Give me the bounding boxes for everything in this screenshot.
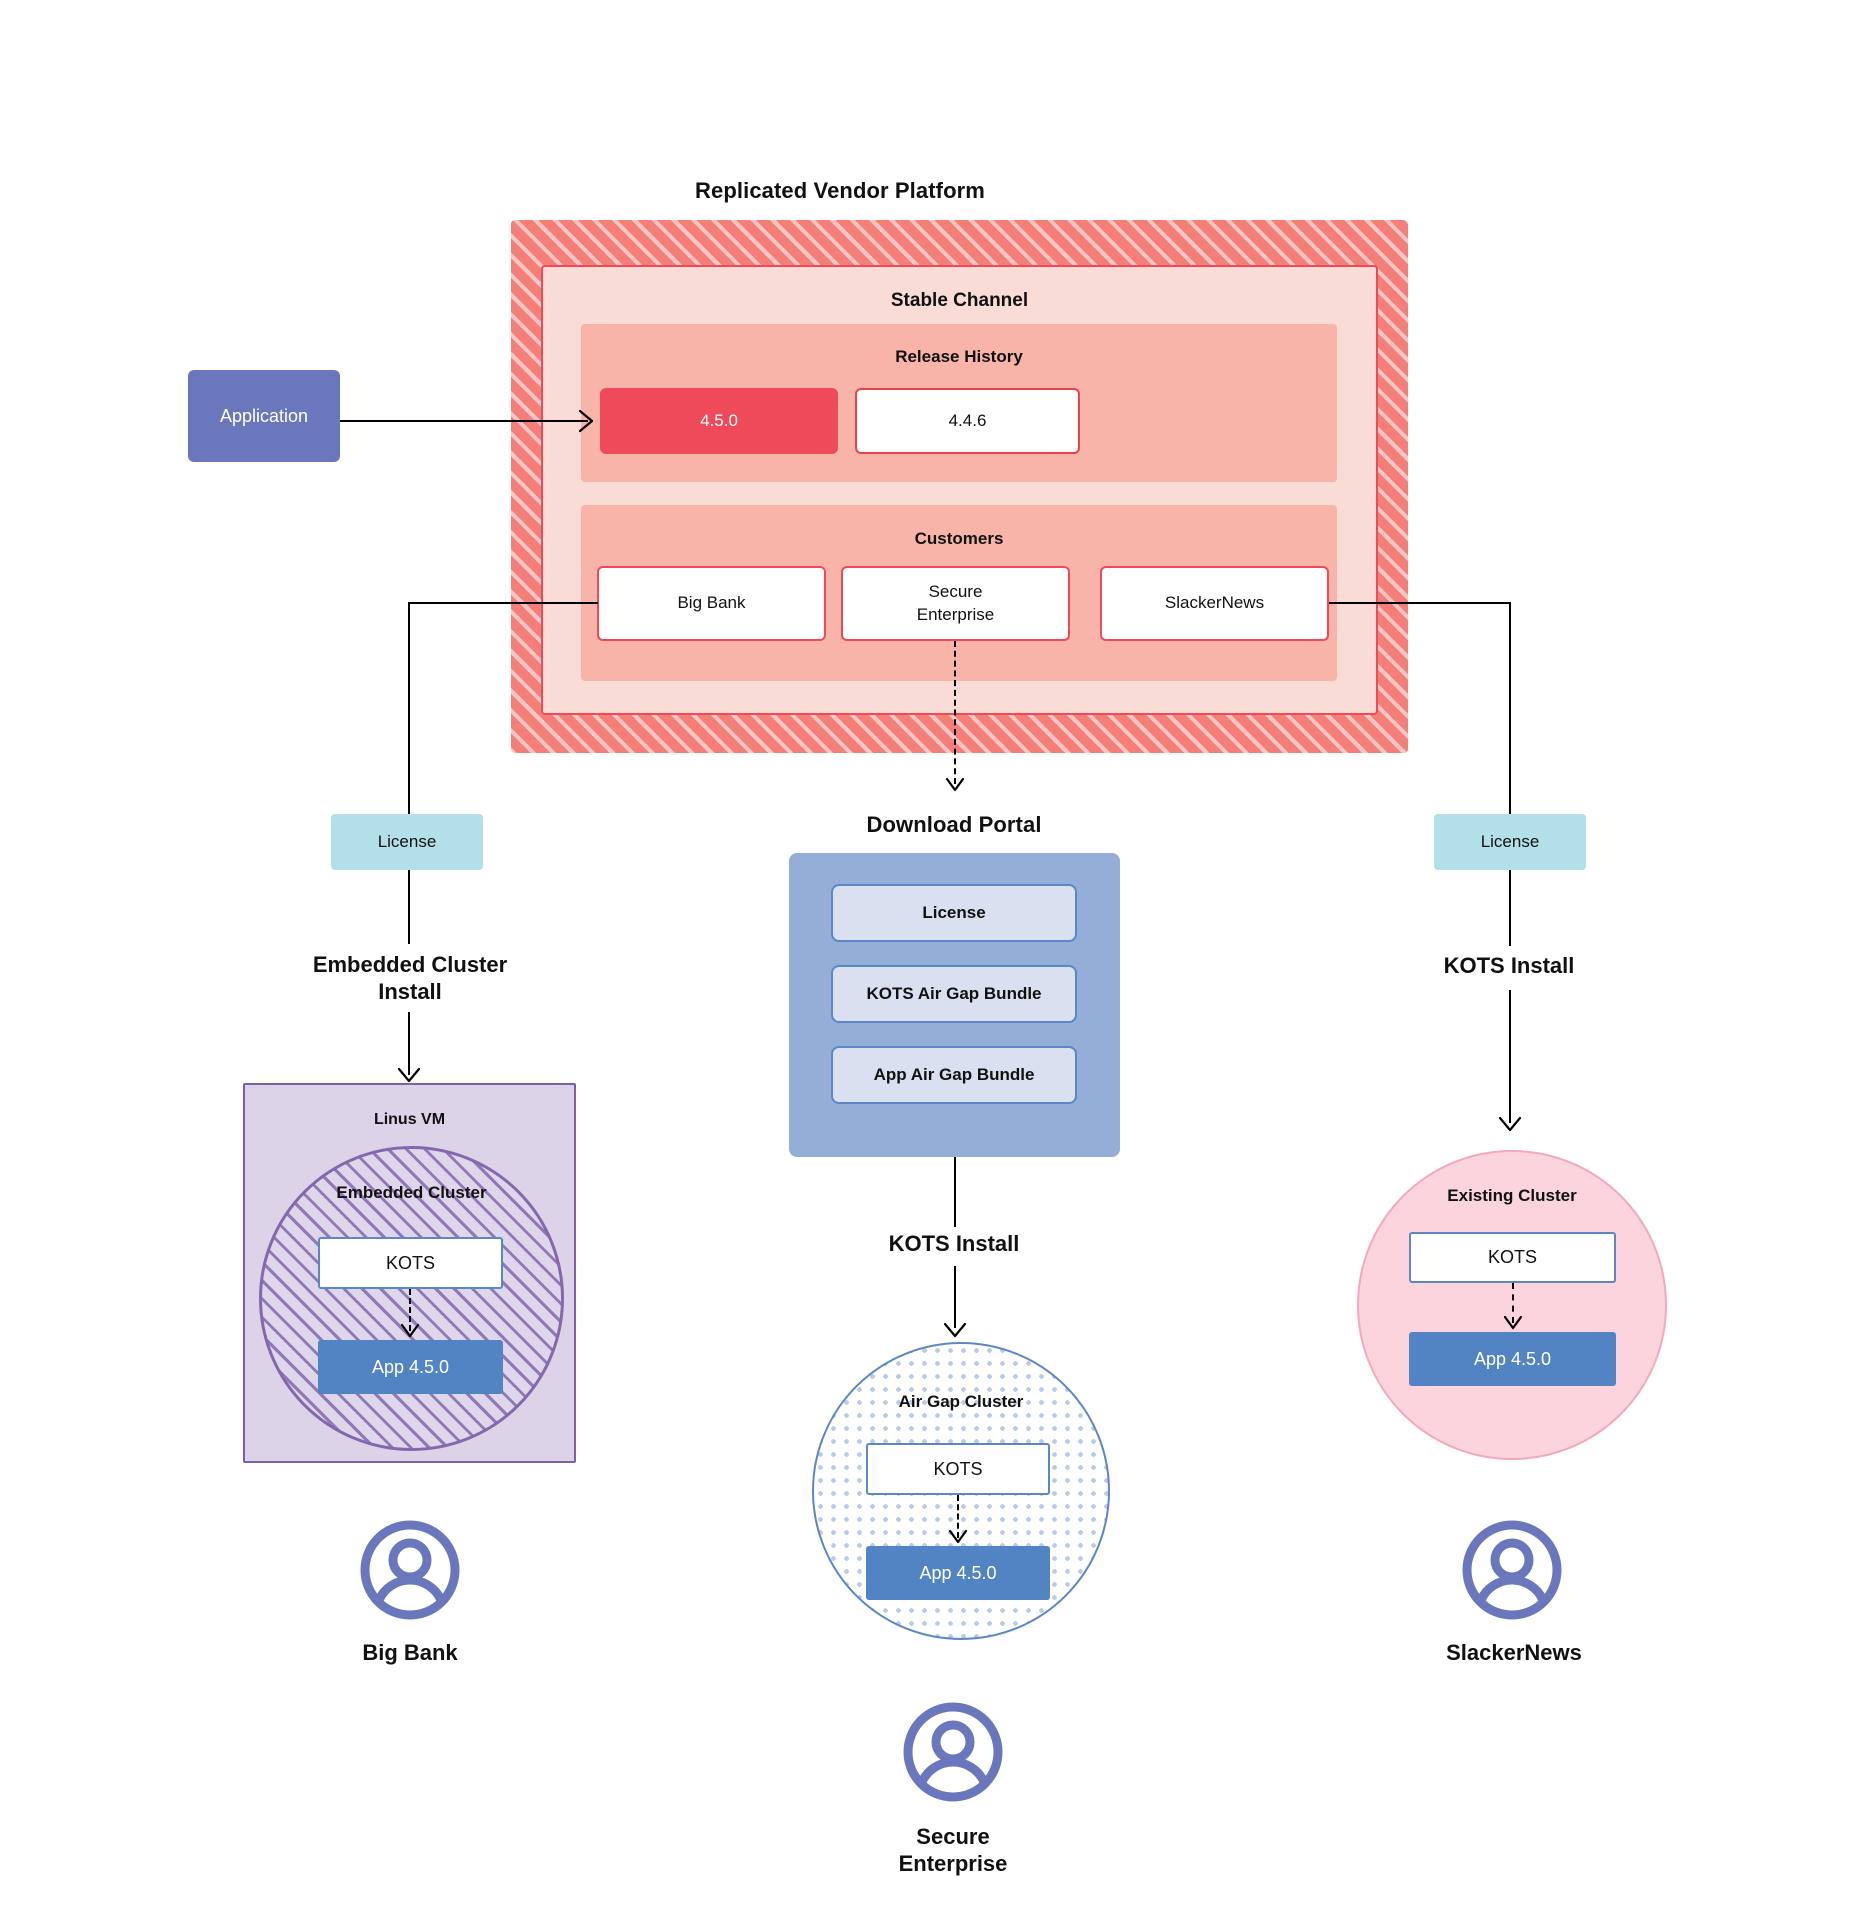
- center-customer-label-line1: Secure: [916, 1823, 990, 1849]
- arrowhead-right-to-cluster: [1498, 1116, 1522, 1132]
- customer-box-slackernews[interactable]: SlackerNews: [1100, 566, 1329, 641]
- left-kots-box[interactable]: KOTS: [318, 1237, 503, 1289]
- left-customer-label: Big Bank: [362, 1640, 458, 1666]
- arrowhead-center-to-cluster: [943, 1322, 967, 1338]
- left-install-label-line1: Embedded Cluster: [312, 951, 508, 977]
- connector-right-kots-to-app: [1512, 1283, 1514, 1323]
- release-history-title: Release History: [895, 347, 1023, 366]
- user-avatar-icon-big-bank: [358, 1518, 462, 1622]
- diagram-title: Replicated Vendor Platform: [695, 178, 985, 203]
- connector-application-to-release: [340, 420, 588, 422]
- connector-bigbank-horizontal: [408, 602, 598, 604]
- arrowhead-application-to-release: [578, 409, 594, 433]
- right-app-box[interactable]: App 4.5.0: [1409, 1332, 1616, 1386]
- arrowhead-right-kots-to-app: [1503, 1315, 1523, 1330]
- portal-item-license[interactable]: License: [831, 884, 1077, 942]
- connector-right-install-down: [1509, 990, 1511, 1123]
- embedded-cluster-circle: [259, 1146, 564, 1451]
- application-box[interactable]: Application: [188, 370, 340, 462]
- release-box-previous[interactable]: 4.4.6: [855, 388, 1080, 454]
- connector-left-kots-to-app: [409, 1289, 411, 1331]
- portal-item-kots-air-gap-bundle[interactable]: KOTS Air Gap Bundle: [831, 965, 1077, 1023]
- arrowhead-left-kots-to-app: [400, 1323, 420, 1338]
- customers-title: Customers: [914, 529, 1004, 548]
- right-kots-box[interactable]: KOTS: [1409, 1232, 1616, 1283]
- center-customer-label: Secure Enterprise: [803, 1818, 1103, 1882]
- connector-slackernews-horizontal: [1329, 602, 1511, 604]
- connector-left-license-down: [408, 870, 410, 944]
- license-badge-right[interactable]: License: [1434, 814, 1586, 870]
- center-install-label: KOTS Install: [888, 1231, 1020, 1257]
- center-app-box[interactable]: App 4.5.0: [866, 1546, 1050, 1600]
- customer-box-big-bank[interactable]: Big Bank: [597, 566, 826, 641]
- arrowhead-secure-enterprise-to-portal: [945, 777, 965, 792]
- arrowhead-center-kots-to-app: [948, 1529, 968, 1544]
- connector-center-install-down: [954, 1266, 956, 1328]
- airgap-cluster-title: Air Gap Cluster: [898, 1392, 1024, 1411]
- left-install-label-line2: Install: [378, 979, 442, 1004]
- existing-cluster-title: Existing Cluster: [1447, 1186, 1577, 1205]
- user-avatar-icon-secure-enterprise: [901, 1700, 1005, 1804]
- left-app-box[interactable]: App 4.5.0: [318, 1340, 503, 1394]
- connector-center-kots-to-app: [957, 1495, 959, 1538]
- linus-vm-title: Linus VM: [373, 1111, 446, 1128]
- release-box-current[interactable]: 4.5.0: [600, 388, 838, 454]
- customer-box-secure-enterprise[interactable]: Secure Enterprise: [841, 566, 1070, 641]
- stable-channel-title: Stable Channel: [890, 290, 1029, 311]
- connector-right-license-down: [1509, 870, 1511, 946]
- arrowhead-left-to-vm: [397, 1067, 421, 1083]
- right-customer-label: SlackerNews: [1446, 1640, 1582, 1666]
- license-badge-left[interactable]: License: [331, 814, 483, 870]
- portal-item-app-air-gap-bundle[interactable]: App Air Gap Bundle: [831, 1046, 1077, 1104]
- customer-box-secure-enterprise-line1: Secure: [928, 582, 983, 602]
- connector-secure-enterprise-down: [954, 641, 956, 784]
- user-avatar-icon-slackernews: [1460, 1518, 1564, 1622]
- right-install-label: KOTS Install: [1443, 953, 1575, 979]
- embedded-cluster-title: Embedded Cluster: [336, 1183, 487, 1202]
- connector-slackernews-vertical: [1509, 602, 1511, 814]
- connector-left-install-down: [408, 1012, 410, 1075]
- connector-portal-down: [954, 1157, 956, 1227]
- center-customer-label-line2: Enterprise: [898, 1851, 1008, 1876]
- download-portal-title: Download Portal: [866, 812, 1042, 837]
- connector-bigbank-vertical: [408, 602, 410, 814]
- center-kots-box[interactable]: KOTS: [866, 1443, 1050, 1495]
- left-install-label: Embedded Cluster Install: [250, 948, 570, 1008]
- customer-box-secure-enterprise-line2: Enterprise: [916, 604, 995, 624]
